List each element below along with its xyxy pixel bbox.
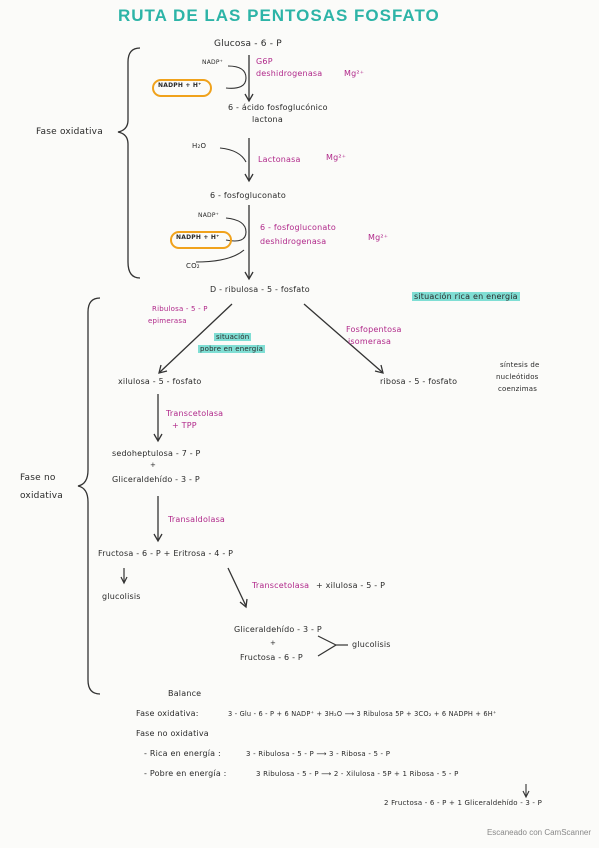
nadp-2: NADP⁺ [198, 212, 219, 219]
enzyme-g6p: G6P [256, 57, 273, 66]
enzyme-lactonase: Lactonasa [258, 155, 301, 164]
page-title: RUTA DE LAS PENTOSAS FOSFATO [118, 6, 440, 25]
phosphogluconate: 6 - fosfogluconato [210, 191, 286, 200]
nadph-1-oval [152, 79, 212, 97]
fructose-erythrose: Fructosa - 6 - P + Eritrosa - 4 - P [98, 549, 234, 558]
transaldolase: Transaldolasa [168, 515, 226, 524]
balance-rich-label: - Rica en energía : [144, 749, 221, 758]
situation-poor-1: situación [214, 333, 252, 341]
mg-3: Mg²⁺ [368, 233, 389, 242]
glucose-6p: Glucosa - 6 - P [214, 39, 282, 49]
nonoxidative-label-2: oxidativa [20, 491, 63, 501]
enzyme-g6p-dh: deshidrogenasa [256, 69, 323, 78]
epimerase-2: epimerasa [148, 317, 187, 325]
phosphogluconolactone: 6 - ácido fosfoglucónico [228, 103, 328, 112]
scanner-watermark: Escaneado con CamScanner [486, 828, 591, 837]
xylulose-5p: xilulosa - 5 - fosfato [118, 377, 202, 386]
glycolysis-1: glucolisis [102, 592, 141, 601]
isomerase-1: Fosfopentosa [346, 325, 402, 334]
situation-rich: situación rica en energía [412, 292, 520, 301]
balance-heading: Balance [168, 689, 202, 698]
balance-nonox-label: Fase no oxidativa [136, 729, 209, 738]
co2: CO₂ [186, 262, 200, 270]
ribose-5p: ribosa - 5 - fosfato [380, 377, 458, 386]
transketolase-2: Transcetolasa [252, 581, 310, 590]
situation-poor-2: pobre en energía [198, 345, 266, 353]
lactone: lactona [252, 115, 283, 124]
oxidative-phase-label: Fase oxidativa [36, 127, 103, 137]
synthesis-3: coenzimas [498, 385, 538, 393]
nadph-2-oval [170, 231, 232, 249]
mg-2: Mg²⁺ [326, 153, 347, 162]
h2o: H₂O [192, 142, 207, 150]
synthesis-1: síntesis de [500, 361, 540, 369]
nadph-2: NADPH + H⁺ [176, 234, 220, 241]
balance-poor-eq2: 2 Fructosa - 6 - P + 1 Gliceraldehído - … [384, 799, 543, 807]
balance-poor-label: - Pobre en energía : [144, 769, 227, 778]
balance-rich-eq: 3 - Ribulosa - 5 - P ⟶ 3 - Ribosa - 5 - … [246, 750, 391, 758]
fructose-6p-2: Fructosa - 6 - P [240, 653, 303, 662]
transketolase-2-xylulose: + xilulosa - 5 - P [316, 581, 386, 590]
sedoheptulose-7p: sedoheptulosa - 7 - P [112, 449, 201, 458]
balance-oxidative-label: Fase oxidativa: [136, 709, 199, 718]
enzyme-6pgdh-dh: deshidrogenasa [260, 237, 327, 246]
transketolase-1: Transcetolasa [166, 409, 224, 418]
glyceraldehyde-3p-2: Gliceraldehído - 3 - P [234, 625, 322, 634]
plus-1: + [150, 461, 157, 469]
mg-1: Mg²⁺ [344, 69, 365, 78]
isomerase-2: isomerasa [348, 337, 392, 346]
tpp: + TPP [172, 421, 197, 430]
ribulose-5p: D - ribulosa - 5 - fosfato [210, 285, 310, 294]
enzyme-6pgdh: 6 - fosfogluconato [260, 223, 336, 232]
synthesis-2: nucleótidos [496, 373, 539, 381]
plus-2: + [270, 639, 277, 647]
epimerase-1: Ribulosa - 5 - P [152, 305, 208, 313]
glycolysis-2: glucolisis [352, 640, 391, 649]
nonoxidative-label-1: Fase no [20, 473, 56, 483]
glyceraldehyde-3p-1: Gliceraldehído - 3 - P [112, 475, 200, 484]
balance-poor-eq: 3 Ribulosa - 5 - P ⟶ 2 - Xilulosa - 5P +… [256, 770, 459, 778]
nadph-1: NADPH + H⁺ [158, 82, 202, 89]
balance-oxidative-eq: 3 - Glu - 6 - P + 6 NADP⁺ + 3H₂O ⟶ 3 Rib… [228, 710, 497, 718]
nadp-1: NADP⁺ [202, 59, 223, 66]
